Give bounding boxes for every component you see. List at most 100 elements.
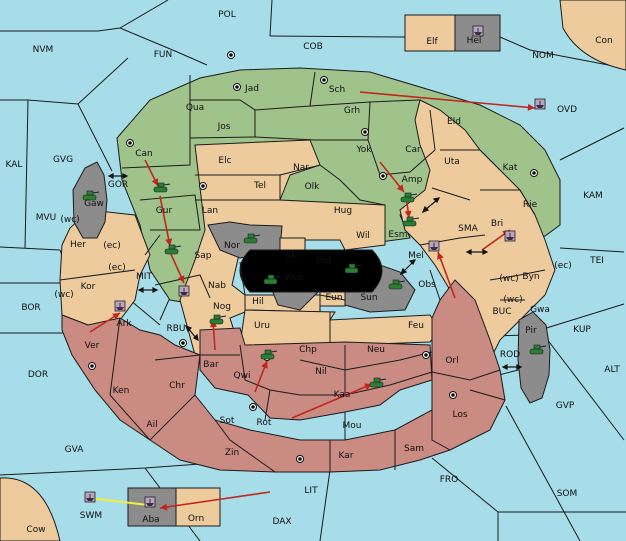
fleet-unit-icon-mel[interactable] bbox=[428, 240, 440, 252]
coast-labels-layer: (wc)(ec)(ec)(wc)(wc)(ec)(wc) bbox=[54, 215, 571, 305]
territory-label-byn: Byn bbox=[522, 272, 539, 282]
territory-label-elc: Elc bbox=[218, 156, 231, 166]
order-arrow-can-gur bbox=[144, 159, 159, 187]
territory-label-elf: Elf bbox=[426, 37, 438, 47]
territory-label-her: Her bbox=[70, 240, 86, 250]
territory-label-esm: Esm bbox=[388, 230, 407, 240]
army-unit-icon-esm[interactable] bbox=[402, 216, 420, 227]
territory-label-chr: Chr bbox=[169, 381, 185, 391]
army-unit-icon-pir[interactable] bbox=[529, 344, 547, 355]
territory-label-eun: Eun bbox=[325, 293, 342, 303]
territory-label-eld: Eld bbox=[447, 117, 461, 127]
double-arrow-icon bbox=[399, 259, 417, 276]
coast-label-byn-wc: (wc) bbox=[499, 274, 518, 284]
army-unit-icon-nor[interactable] bbox=[243, 233, 261, 244]
sea-label-bor: BOR bbox=[21, 303, 40, 313]
sea-label-fro: FRO bbox=[440, 475, 459, 485]
sea-label-cob: COB bbox=[303, 42, 323, 52]
order-arrow-ver-ark bbox=[89, 312, 121, 333]
territory-label-ver: Ver bbox=[85, 341, 100, 351]
army-unit-icon-ost[interactable] bbox=[344, 263, 362, 274]
army-unit-icon-kaa[interactable] bbox=[369, 377, 387, 388]
coast-label-kor-wc: (wc) bbox=[54, 290, 73, 300]
territory-label-olk: Olk bbox=[305, 182, 321, 192]
sea-label-som: SOM bbox=[557, 489, 578, 499]
territory-label-orn: Orn bbox=[188, 514, 204, 524]
army-unit-icon-amp[interactable] bbox=[400, 192, 418, 203]
territory-label-gaw: Gaw bbox=[84, 199, 104, 209]
territory-label-sch: Sch bbox=[329, 85, 345, 95]
order-arrow-lit-aba bbox=[159, 491, 271, 511]
territory-label-hil: Hil bbox=[252, 297, 264, 307]
territory-label-jad: Jad bbox=[244, 84, 259, 94]
territory-label-sot: Sot bbox=[220, 416, 235, 426]
crossing-arrows bbox=[107, 173, 523, 370]
coast-label-her-ec: (ec) bbox=[103, 241, 121, 251]
coast-label-gwa-wc: (wc) bbox=[503, 295, 522, 305]
territory-label-mel: Mel bbox=[408, 251, 424, 261]
territory-label-gur: Gur bbox=[156, 206, 173, 216]
territory-label-tel: Tel bbox=[253, 181, 266, 191]
fleet-unit-icon-ark[interactable] bbox=[114, 300, 126, 312]
fleet-unit-icon-aba[interactable] bbox=[144, 496, 156, 508]
territory-label-orl: Orl bbox=[445, 356, 458, 366]
territory-label-amp: Amp bbox=[402, 175, 423, 185]
region-red-inner bbox=[199, 327, 433, 421]
territory-label-zin: Zin bbox=[225, 448, 239, 458]
territory-label-chp: Chp bbox=[299, 345, 317, 355]
territory-label-uta: Uta bbox=[444, 157, 460, 167]
army-unit-icon-sap[interactable] bbox=[164, 244, 182, 255]
order-arrow-qwi-chp bbox=[254, 360, 268, 393]
double-arrow-icon bbox=[465, 249, 489, 255]
sea-label-kal: KAL bbox=[6, 160, 23, 170]
territory-label-gwa: Gwa bbox=[530, 305, 550, 315]
territory-label-obs: Obs bbox=[418, 280, 436, 290]
territory-label-ark: Ark bbox=[116, 319, 132, 329]
territory-label-qwi: Qwi bbox=[234, 371, 251, 381]
sea-label-lit: LIT bbox=[304, 486, 318, 496]
region-red-arc bbox=[61, 279, 506, 473]
double-arrow-icon bbox=[501, 364, 523, 370]
army-unit-icon-sun[interactable] bbox=[388, 279, 406, 290]
territory-label-nab: Nab bbox=[208, 281, 226, 291]
territory-label-aba: Aba bbox=[142, 515, 159, 525]
territory-label-web: Web bbox=[284, 273, 304, 283]
territory-label-nar: Nar bbox=[293, 163, 309, 173]
territory-label-ken: Ken bbox=[113, 386, 130, 396]
territory-label-neu: Neu bbox=[367, 345, 385, 355]
territory-label-grh: Grh bbox=[344, 106, 360, 116]
sea-label-tei: TEI bbox=[589, 256, 604, 266]
territory-label-wil: Wil bbox=[356, 231, 370, 241]
fleet-unit-icon-nab[interactable] bbox=[178, 285, 190, 297]
region-orn bbox=[175, 487, 221, 527]
convoy-line bbox=[89, 497, 149, 506]
territory-label-rie: Rie bbox=[523, 200, 538, 210]
territory-label-hel: Hel bbox=[467, 36, 482, 46]
fleet-unit-icon-rie[interactable] bbox=[504, 230, 516, 242]
coast-label-kor-ec: (ec) bbox=[108, 263, 126, 273]
sea-label-nvm: NVM bbox=[33, 45, 54, 55]
fleet-unit-icon-hel[interactable] bbox=[472, 25, 484, 37]
territory-label-jos: Jos bbox=[217, 122, 231, 132]
sea-label-pol: POL bbox=[218, 10, 236, 20]
territory-label-nor: Nor bbox=[224, 241, 240, 251]
sea-label-gvp: GVP bbox=[556, 401, 575, 411]
sea-label-kam: KAM bbox=[583, 191, 603, 201]
army-unit-icon-gur[interactable] bbox=[153, 182, 171, 193]
double-arrow-icon bbox=[107, 173, 129, 179]
coast-label-byn-ec: (ec) bbox=[554, 261, 572, 271]
double-arrow-icon bbox=[137, 287, 159, 293]
army-unit-icon-qwi[interactable] bbox=[260, 349, 278, 360]
territory-label-kor: Kor bbox=[81, 282, 96, 292]
army-unit-icon-nog[interactable] bbox=[209, 314, 227, 325]
sea-label-buc: BUC bbox=[492, 307, 511, 317]
fleet-unit-icon-ovd[interactable] bbox=[534, 98, 546, 110]
territory-label-uru: Uru bbox=[254, 321, 270, 331]
army-unit-icon-gaw[interactable] bbox=[82, 190, 100, 201]
sea-label-dor: DOR bbox=[28, 370, 48, 380]
sea-label-gor: GOR bbox=[108, 180, 128, 190]
fleet-unit-icon-swm[interactable] bbox=[84, 491, 96, 503]
army-unit-icon-web[interactable] bbox=[263, 274, 281, 285]
territory-label-lan: Lan bbox=[202, 206, 218, 216]
